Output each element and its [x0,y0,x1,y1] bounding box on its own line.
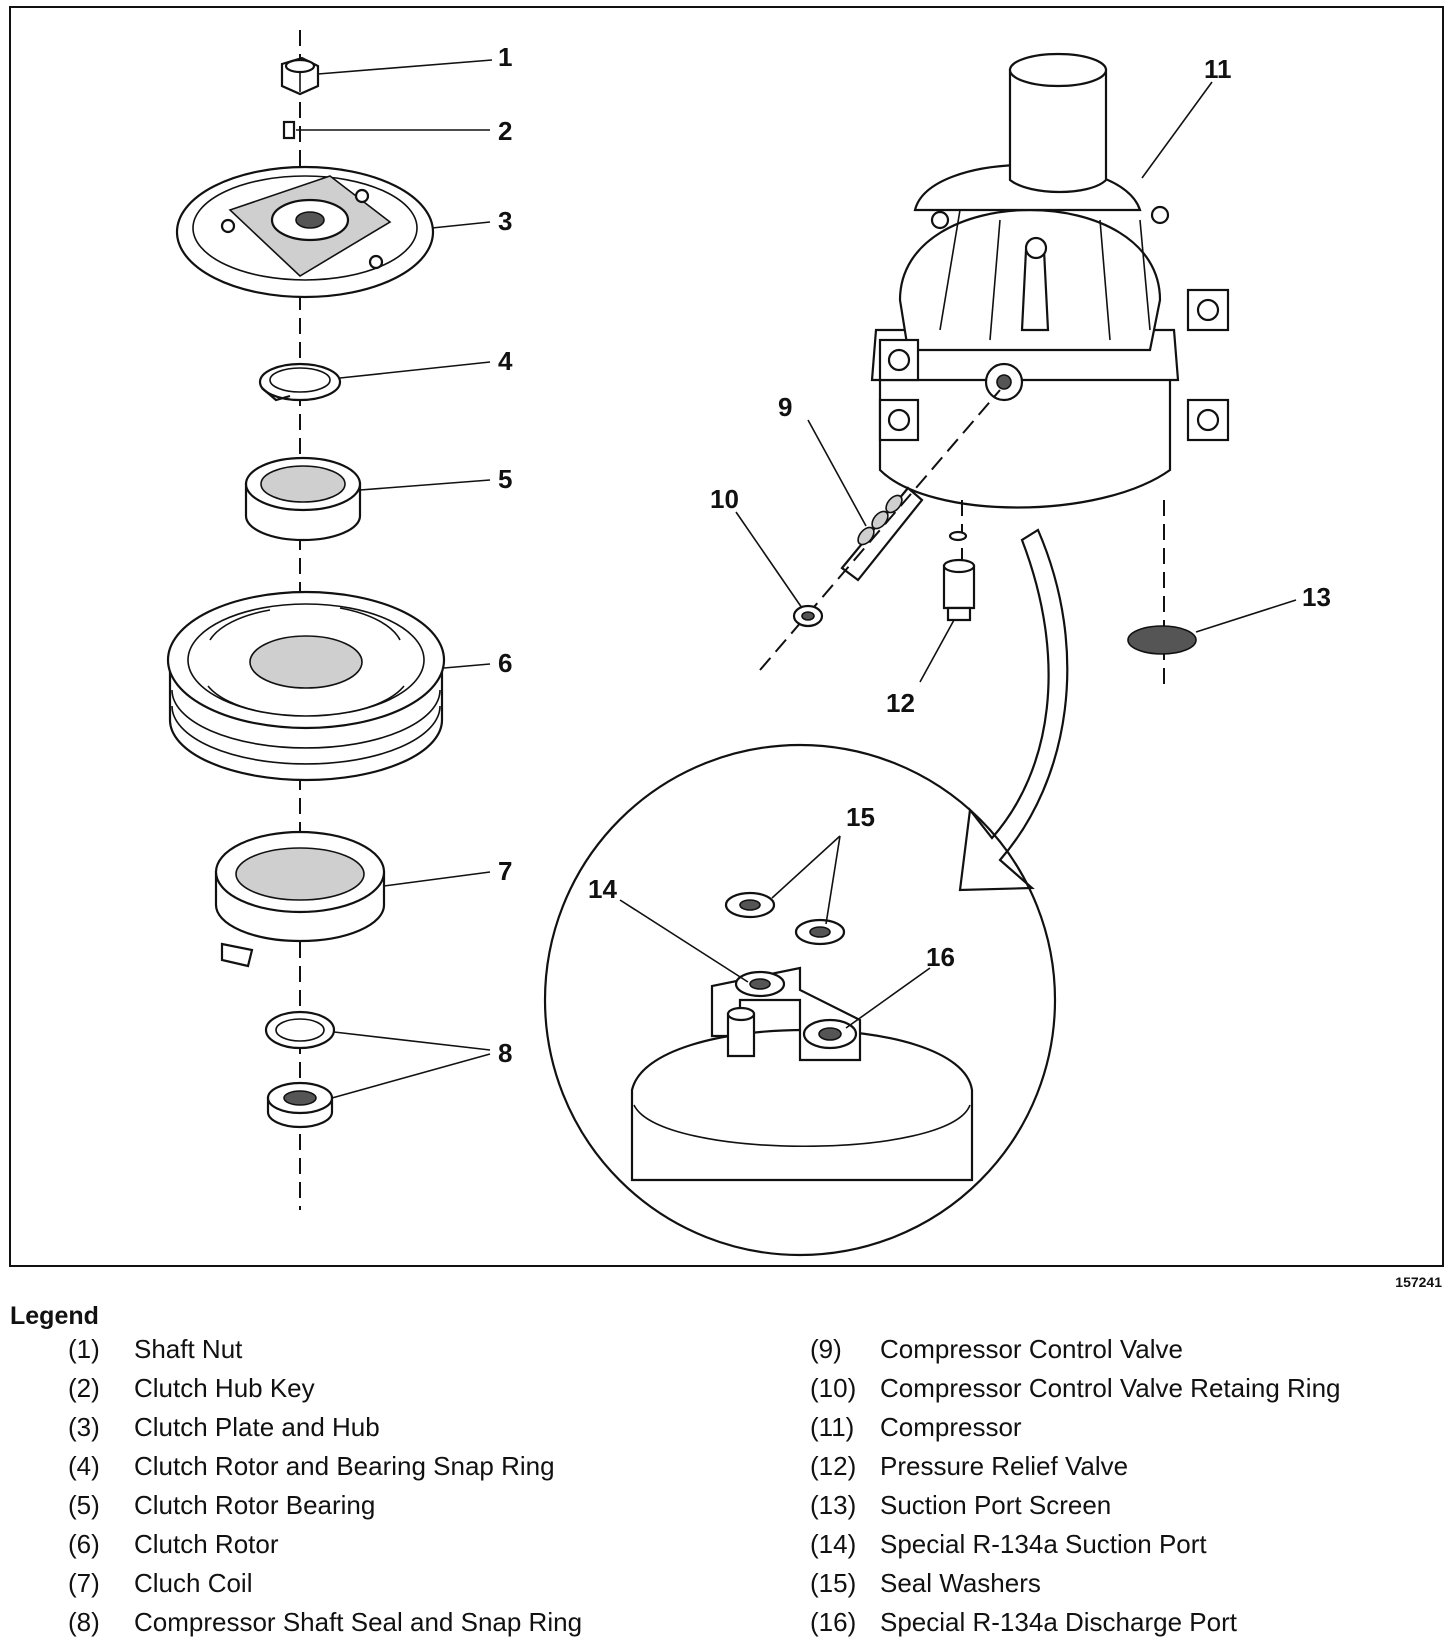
legend-item-label: Compressor [880,1412,1022,1442]
legend-item: (4) Clutch Rotor and Bearing Snap Ring [68,1451,582,1490]
legend-item-number: (14) [810,1529,857,1559]
legend-item-label: Compressor Control Valve Retaing Ring [880,1373,1341,1403]
legend-item-label: Cluch Coil [134,1568,253,1598]
legend-item-label: Suction Port Screen [880,1490,1112,1520]
callout-13: 13 [1302,582,1331,612]
legend-item-number: (8) [68,1607,100,1637]
callout-9: 9 [778,392,792,422]
legend-column-left: (1) Shaft Nut (2) Clutch Hub Key (3) Clutch… [68,1334,582,1646]
callout-14: 14 [588,874,617,904]
retaining-ring-part [792,604,824,628]
callout-1: 1 [498,42,512,72]
legend-item: (1) Shaft Nut [68,1334,582,1373]
legend-item: (6) Clutch Rotor [68,1529,582,1568]
legend-item: (5) Clutch Rotor Bearing [68,1490,582,1529]
clutch-hub-key-part [282,120,296,140]
callout-12: 12 [886,688,915,718]
legend-item: (14) Special R-134a Suction Port [810,1529,1341,1568]
legend-item-number: (16) [810,1607,857,1637]
legend-item-number: (10) [810,1373,857,1403]
legend-item-number: (6) [68,1529,100,1559]
legend-item-label: Clutch Rotor [134,1529,279,1559]
legend-item-number: (13) [810,1490,857,1520]
exploded-view-diagram: 1 2 3 4 5 6 7 8 9 10 11 12 13 14 15 16 [166,30,1331,1257]
legend-item-number: (2) [68,1373,100,1403]
clutch-rotor-part [166,590,446,782]
callout-10: 10 [710,484,739,514]
legend-item-number: (4) [68,1451,100,1481]
legend-item-label: Clutch Rotor and Bearing Snap Ring [134,1451,555,1481]
legend-item: (11) Compressor [810,1412,1341,1451]
legend-item-label: Special R-134a Suction Port [880,1529,1207,1559]
legend-item-label: Compressor Shaft Seal and Snap Ring [134,1607,583,1637]
snap-ring-part [258,362,342,402]
legend-item-label: Pressure Relief Valve [880,1451,1129,1481]
legend-column-right: (9) Compressor Control Valve (10) Compress… [810,1334,1341,1646]
clutch-coil-part [214,830,386,968]
detail-view-circle [543,743,1057,1257]
callout-11: 11 [1204,54,1232,84]
legend-item-number: (9) [810,1334,842,1364]
legend-item-label: Clutch Plate and Hub [134,1412,380,1442]
suction-port-screen-part [1127,500,1197,690]
legend-item-label: Special R-134a Discharge Port [880,1607,1237,1637]
pressure-relief-valve-part [942,500,976,622]
legend-item: (7) Cluch Coil [68,1568,582,1607]
callout-7: 7 [498,856,512,886]
legend-item: (12) Pressure Relief Valve [810,1451,1341,1490]
legend-item: (16) Special R-134a Discharge Port [810,1607,1341,1646]
bearing-part [244,456,362,542]
callout-4: 4 [498,346,513,376]
legend-item: (8) Compressor Shaft Seal and Snap Ring [68,1607,582,1646]
callout-6: 6 [498,648,512,678]
legend-item-number: (3) [68,1412,100,1442]
callout-3: 3 [498,206,512,236]
legend-item-number: (12) [810,1451,857,1481]
legend-item-number: (15) [810,1568,857,1598]
legend-item: (15) Seal Washers [810,1568,1341,1607]
detail-arrow [958,528,1069,892]
legend-item: (3) Clutch Plate and Hub [68,1412,582,1451]
legend-title: Legend [10,1302,99,1330]
callout-2: 2 [498,116,512,146]
shaft-nut-part [280,56,320,96]
legend-item-number: (5) [68,1490,100,1520]
legend-item-label: Clutch Rotor Bearing [134,1490,376,1520]
callout-8: 8 [498,1038,512,1068]
clutch-plate-hub-part [175,165,435,299]
callout-15: 15 [846,802,875,832]
figure-number: 157241 [1395,1274,1442,1290]
legend-item-number: (7) [68,1568,100,1598]
callout-5: 5 [498,464,512,494]
legend-item: (13) Suction Port Screen [810,1490,1341,1529]
legend-item-label: Seal Washers [880,1568,1041,1598]
legend-item-label: Clutch Hub Key [134,1373,315,1403]
right-leader-lines [619,81,1297,1029]
legend-item: (10) Compressor Control Valve Retaing Rin… [810,1373,1341,1412]
compressor-part [870,52,1230,509]
shaft-seal-snap-ring-part [264,1010,336,1129]
legend-item-number: (1) [68,1334,100,1364]
legend-item-label: Shaft Nut [134,1334,243,1364]
legend-item-label: Compressor Control Valve [880,1334,1183,1364]
callout-16: 16 [926,942,955,972]
legend-item: (2) Clutch Hub Key [68,1373,582,1412]
left-leader-lines [296,59,493,1099]
legend-item-number: (11) [810,1412,855,1442]
legend-item: (9) Compressor Control Valve [810,1334,1341,1373]
legend: Legend (1) Shaft Nut (2) Clutch Hub Key (3… [10,1302,1440,1637]
